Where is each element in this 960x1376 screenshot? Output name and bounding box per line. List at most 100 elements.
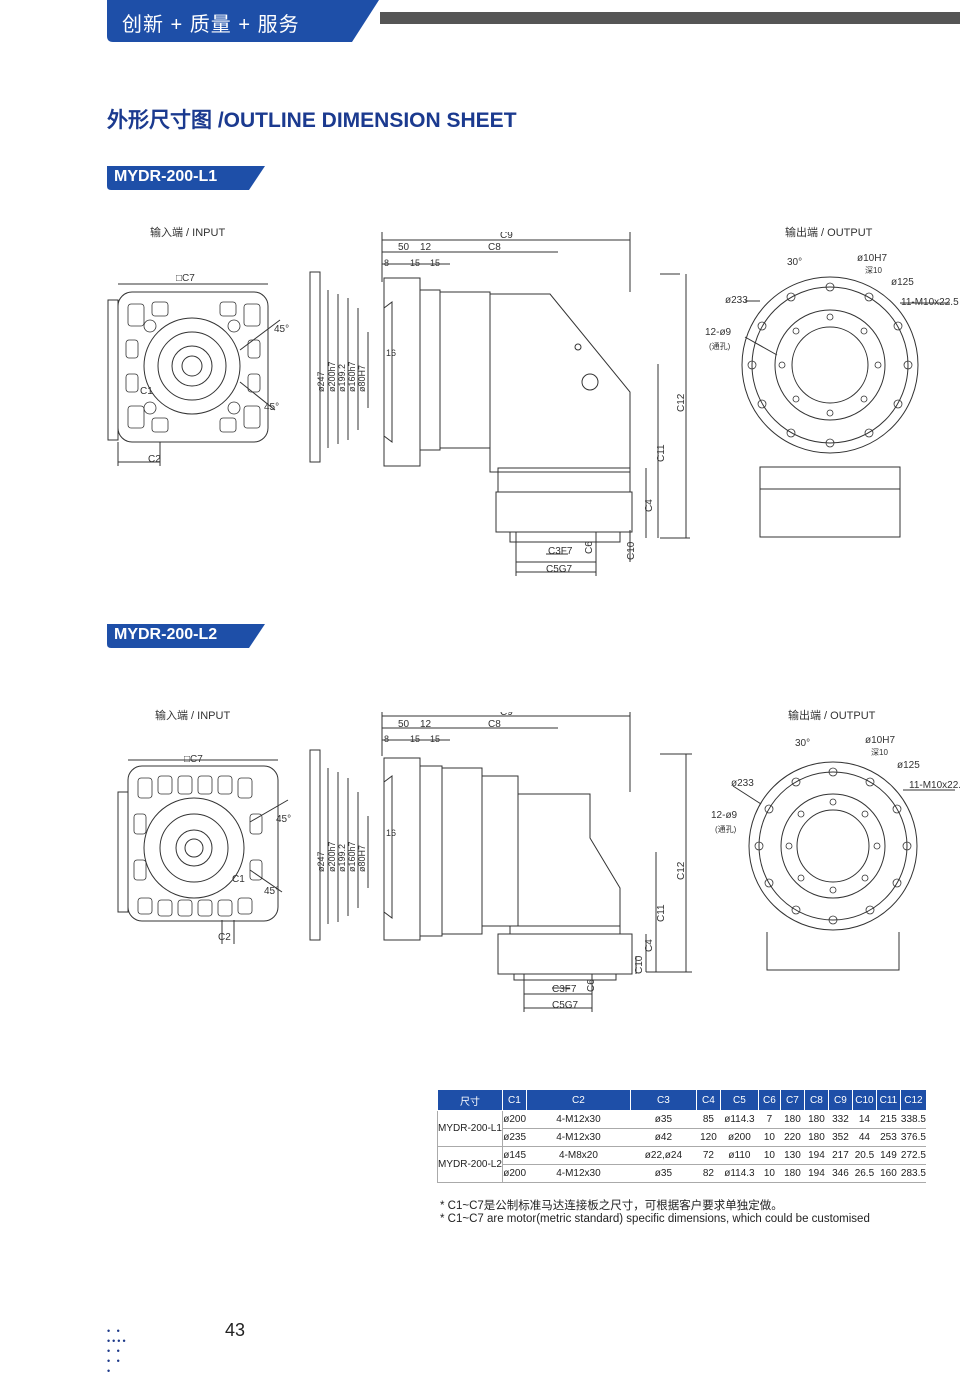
table-cell: 4-M8x20 xyxy=(526,1146,631,1165)
dim-c9: C9 xyxy=(500,232,513,241)
dim-233: ø233 xyxy=(725,295,748,306)
dim-200h7: ø200h7 xyxy=(327,841,337,872)
table-cell: 10 xyxy=(758,1146,781,1165)
table-cell: 82 xyxy=(696,1164,721,1183)
model-name: MYDR-200-L1 xyxy=(114,168,218,185)
table-cell: 4-M12x30 xyxy=(526,1128,631,1147)
dim-through: (通孔) xyxy=(709,341,731,351)
dim-c6: C6 xyxy=(584,541,595,554)
table-cell: 26.5 xyxy=(852,1164,877,1183)
header-tab xyxy=(107,0,379,42)
table-cell: ø35 xyxy=(630,1110,697,1129)
table-cell: 180 xyxy=(780,1164,805,1183)
dim-16: 16 xyxy=(386,828,396,838)
dim-c3: C3F7 xyxy=(552,984,577,995)
dim-15a: 15 xyxy=(410,734,420,744)
dim-125: ø125 xyxy=(891,277,914,288)
dim-199: ø199.2 xyxy=(337,364,347,392)
dim-15b: 15 xyxy=(430,734,440,744)
table-cell: 10 xyxy=(758,1164,781,1183)
dim-160h7: ø160h7 xyxy=(347,361,357,392)
table-header: C9 xyxy=(827,1089,853,1111)
dim-c1: C1 xyxy=(232,874,245,885)
dim-8: 8 xyxy=(384,734,389,744)
table-cell: 180 xyxy=(780,1110,805,1129)
dim-8: 8 xyxy=(384,258,389,268)
dim-30deg: 30° xyxy=(795,738,810,749)
dim-12x9: 12-ø9 xyxy=(705,327,732,338)
dim-80h7: ø80H7 xyxy=(357,845,367,872)
dim-247: ø247 xyxy=(316,371,326,392)
model-cell: MYDR-200-L2 xyxy=(437,1146,503,1183)
table-header: C12 xyxy=(899,1089,927,1111)
dim-c4: C4 xyxy=(644,499,655,512)
table-cell: 194 xyxy=(804,1164,829,1183)
table-cell: 283.5 xyxy=(900,1164,927,1183)
table-header-row: 尺寸 C1 C2 C3 C4 C5 C6 C7 C8 C9 C10 C11 C1… xyxy=(437,1089,927,1111)
table-header: C2 xyxy=(525,1089,631,1111)
table-cell: 217 xyxy=(828,1146,853,1165)
output-view-drawing-l2: 30° ø10H7 深10 ø125 ø233 11-M10x22.5 12-ø… xyxy=(711,735,960,971)
input-label: 输入端 / INPUT xyxy=(155,710,231,722)
table-cell: ø42 xyxy=(630,1128,697,1147)
dim-160h7: ø160h7 xyxy=(347,841,357,872)
dim-c10: C10 xyxy=(634,955,645,974)
table-cell: 272.5 xyxy=(900,1146,927,1165)
table-header: C10 xyxy=(851,1089,877,1111)
side-view-drawing-l2: C9 C8 50 12 8 15 15 16 ø247 ø200h7 ø199.… xyxy=(309,712,692,1012)
table-header: C11 xyxy=(875,1089,901,1111)
table-cell: 85 xyxy=(696,1110,721,1129)
table-cell: 44 xyxy=(852,1128,877,1147)
note-chinese: * C1~C7是公制标准马达连接板之尺寸，可根据客户要求单独定做。 xyxy=(440,1200,783,1212)
dim-m10: 11-M10x22.5 xyxy=(909,780,960,791)
spec-table: 尺寸 C1 C2 C3 C4 C5 C6 C7 C8 C9 C10 C11 C1… xyxy=(437,1089,927,1183)
table-cell: 194 xyxy=(804,1146,829,1165)
table-cell: 7 xyxy=(758,1110,781,1129)
table-cell: 160 xyxy=(876,1164,901,1183)
table-cell: ø200 xyxy=(720,1128,759,1147)
table-cell: ø110 xyxy=(720,1146,759,1165)
dim-12: 12 xyxy=(420,719,432,730)
table-cell: 120 xyxy=(696,1128,721,1147)
dim-c4: C4 xyxy=(644,939,655,952)
dim-depth: 深10 xyxy=(871,748,888,757)
dim-c6: C6 xyxy=(586,979,597,992)
dim-10h7: ø10H7 xyxy=(865,735,895,746)
dim-c2: C2 xyxy=(218,932,231,943)
table-header: C5 xyxy=(719,1089,759,1111)
table-cell: 4-M12x30 xyxy=(526,1110,631,1129)
dim-c5: C5G7 xyxy=(546,564,573,575)
dim-199: ø199.2 xyxy=(337,844,347,872)
table-header: C4 xyxy=(695,1089,721,1111)
table-cell: 180 xyxy=(804,1128,829,1147)
page-title: 外形尺寸图 /OUTLINE DIMENSION SHEET xyxy=(107,109,517,132)
table-cell: ø200 xyxy=(502,1164,527,1183)
table-header: 尺寸 xyxy=(437,1089,503,1111)
table-cell: 72 xyxy=(696,1146,721,1165)
table-cell: 14 xyxy=(852,1110,877,1129)
table-cell: 220 xyxy=(780,1128,805,1147)
output-label: 输出端 / OUTPUT xyxy=(785,227,873,239)
page-number: 43 xyxy=(225,1320,246,1340)
dim-200h7: ø200h7 xyxy=(327,361,337,392)
dim-c7: □C7 xyxy=(176,273,195,284)
dim-c12: C12 xyxy=(676,393,687,412)
dim-247: ø247 xyxy=(316,851,326,872)
table-cell: 346 xyxy=(828,1164,853,1183)
dim-c1: C1 xyxy=(140,386,153,397)
table-cell: ø22,ø24 xyxy=(630,1146,697,1165)
table-header: C6 xyxy=(757,1089,781,1111)
dim-15a: 15 xyxy=(410,258,420,268)
dim-12x9: 12-ø9 xyxy=(711,810,738,821)
table-header: C1 xyxy=(501,1089,527,1111)
table-cell: 215 xyxy=(876,1110,901,1129)
dim-10h7: ø10H7 xyxy=(857,253,887,264)
dim-c8: C8 xyxy=(488,719,501,730)
dim-50: 50 xyxy=(398,242,410,253)
dim-c9: C9 xyxy=(500,712,513,718)
input-view-drawing-l1: □C7 C2 C1 45° 45° xyxy=(107,273,289,466)
